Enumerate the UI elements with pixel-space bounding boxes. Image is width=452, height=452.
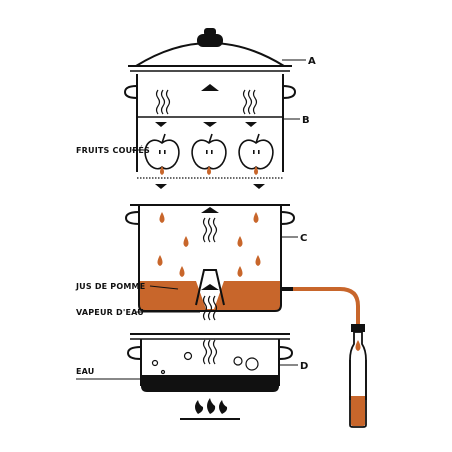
juice-drop-icon [157, 212, 261, 277]
outlet-tube [281, 287, 360, 324]
label-d: D [300, 361, 308, 372]
lid-knob-icon [197, 28, 223, 47]
steam-icon [155, 89, 171, 115]
arrow-icon [201, 84, 219, 91]
arrow-icon [201, 207, 219, 213]
lid [128, 42, 292, 72]
apple-icon [191, 133, 227, 170]
center-arrows-b [155, 122, 257, 127]
apple-icon [144, 133, 180, 170]
apple-seeds [159, 150, 260, 154]
juice-drop-icon [160, 166, 258, 175]
bottle-icon [349, 324, 367, 428]
label-vapeur: VAPEUR D'EAU [76, 308, 144, 317]
flow-arrows [155, 184, 265, 189]
label-c: C [300, 233, 307, 244]
basket [136, 74, 284, 179]
label-b: B [302, 115, 310, 126]
label-eau: EAU [76, 367, 95, 376]
steam-icon [242, 89, 258, 115]
leader-jus [149, 285, 179, 290]
label-a: A [308, 56, 316, 67]
collector [124, 204, 296, 312]
label-jus: JUS DE POMME [75, 282, 145, 291]
label-fruits: FRUITS COUPÉS [76, 144, 150, 155]
water-pot [126, 333, 294, 392]
basket-handles [123, 85, 297, 99]
steam-icon [202, 217, 218, 243]
flame-icon [195, 398, 228, 414]
steam-icon [202, 295, 218, 321]
steam-icon [202, 339, 218, 365]
apple-icon [238, 133, 274, 170]
arrow-icon [201, 284, 219, 290]
